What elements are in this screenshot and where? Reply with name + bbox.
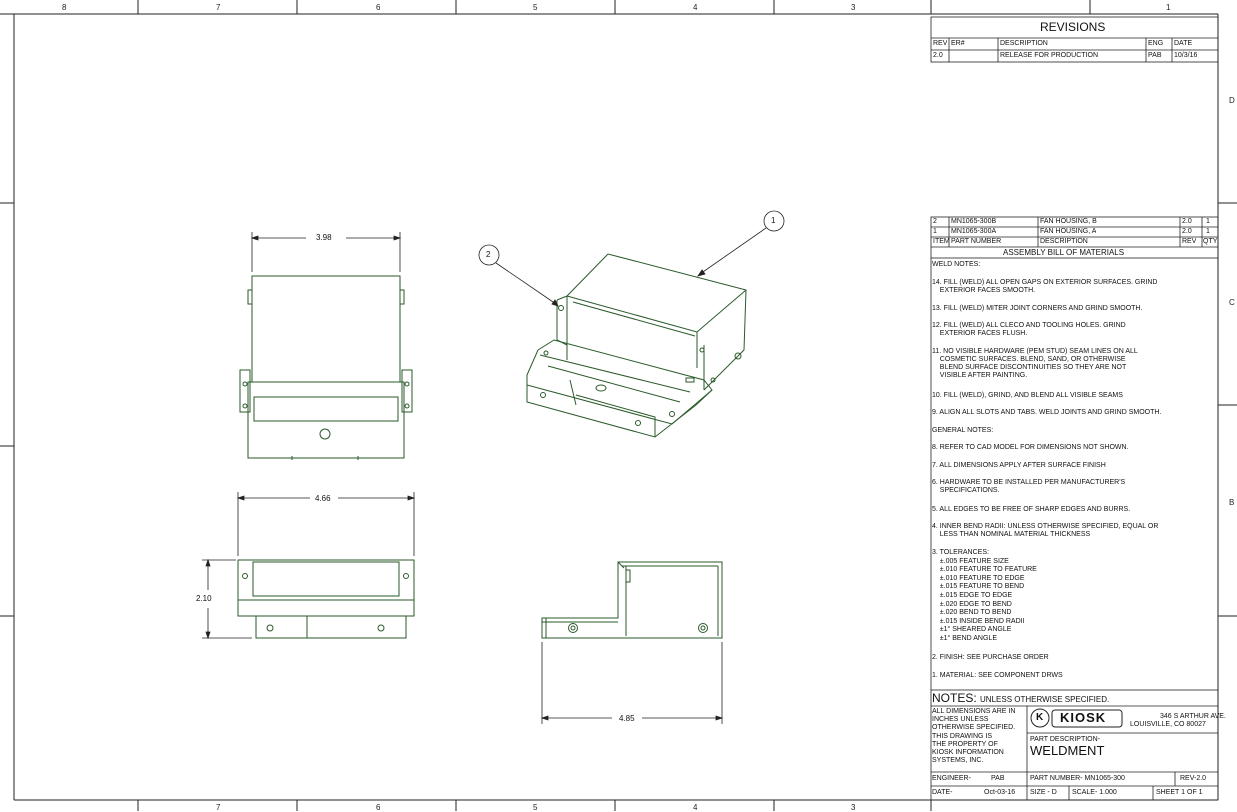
- bom-grid: [930, 216, 1219, 690]
- bom-header: DESCRIPTION: [1040, 238, 1088, 245]
- notes-title-small: UNLESS OTHERWISE SPECIFIED.: [980, 695, 1110, 704]
- zone-label: D: [1229, 96, 1235, 105]
- dim-front-height: [202, 558, 252, 640]
- date-label: DATE-: [932, 789, 953, 796]
- bom-cell: 1: [933, 228, 937, 235]
- address-line-1: 346 S ARTHUR AVE.: [1160, 713, 1226, 720]
- note-3: 3. TOLERANCES: ±.005 FEATURE SIZE ±.010 …: [932, 549, 1037, 642]
- zone-label: 4: [693, 803, 698, 812]
- dimension-front-width: 4.66: [315, 494, 331, 503]
- note-11: 11. NO VISIBLE HARDWARE (PEM STUD) SEAM …: [932, 348, 1138, 379]
- bom-title: ASSEMBLY BILL OF MATERIALS: [1003, 248, 1125, 257]
- front-view: [237, 559, 415, 639]
- logo-wordmark: KIOSK: [1060, 710, 1107, 725]
- note-9: 9. ALIGN ALL SLOTS AND TABS. WELD JOINTS…: [932, 409, 1162, 416]
- engineer-label: ENGINEER-: [932, 775, 971, 782]
- note-8: 8. REFER TO CAD MODEL FOR DIMENSIONS NOT…: [932, 444, 1129, 451]
- dimension-top-width: 3.98: [316, 233, 332, 242]
- part-description-label: PART DESCRIPTION-: [1030, 736, 1101, 743]
- bom-cell: MN1065-300A: [951, 228, 997, 235]
- dim-side-width: [540, 642, 724, 724]
- note-12: 12. FILL (WELD) ALL CLECO AND TOOLING HO…: [932, 322, 1126, 337]
- note-7: 7. ALL DIMENSIONS APPLY AFTER SURFACE FI…: [932, 462, 1106, 469]
- dimension-side-width: 4.85: [619, 714, 635, 723]
- rev-cell: PAB: [1148, 52, 1162, 59]
- date-value: Oct-03-16: [984, 789, 1016, 796]
- dim-front-width: [236, 492, 416, 556]
- zone-label: 6: [376, 3, 381, 12]
- bom-cell: 2.0: [1182, 228, 1192, 235]
- bom-cell: FAN HOUSING, A: [1040, 228, 1097, 235]
- bom-cell: MN1065-300B: [951, 218, 997, 225]
- bom-cell: FAN HOUSING, B: [1040, 218, 1097, 225]
- zone-label: 3: [851, 803, 856, 812]
- bom-header: QTY: [1203, 238, 1218, 245]
- bom-cell: 1: [1206, 218, 1210, 225]
- notes-title-big: NOTES:: [932, 691, 977, 705]
- part-number: PART NUMBER- MN1065-300: [1030, 775, 1125, 782]
- revisions-title: REVISIONS: [1040, 20, 1106, 34]
- balloon-2: [478, 244, 559, 307]
- balloon-number: 2: [486, 250, 491, 259]
- note-2: 2. FINISH: SEE PURCHASE ORDER: [932, 654, 1049, 661]
- bom-cell: 2: [933, 218, 937, 225]
- dim-top-width: [250, 232, 402, 272]
- zone-label: 3: [851, 3, 856, 12]
- rev-cell: RELEASE FOR PRODUCTION: [1000, 52, 1099, 59]
- zone-label: 5: [533, 3, 538, 12]
- sheet-count: SHEET 1 OF 1: [1156, 789, 1203, 796]
- zone-label: C: [1229, 298, 1235, 307]
- note-1: 1. MATERIAL: SEE COMPONENT DRWS: [932, 672, 1063, 679]
- note-13: 13. FILL (WELD) MITER JOINT CORNERS AND …: [932, 305, 1143, 312]
- zone-label: 1: [1166, 3, 1171, 12]
- zone-label: 6: [376, 803, 381, 812]
- bom-cell: 2.0: [1182, 218, 1192, 225]
- note-10: 10. FILL (WELD), GRIND, AND BLEND ALL VI…: [932, 392, 1123, 399]
- rev-cell: 2.0: [933, 52, 943, 59]
- bom-header: ITEM: [933, 238, 950, 245]
- rev-header: DESCRIPTION: [1000, 40, 1048, 47]
- weld-notes-heading: WELD NOTES:: [932, 261, 981, 268]
- zone-label: 5: [533, 803, 538, 812]
- rev-cell: 10/3/16: [1174, 52, 1198, 59]
- bom-header: REV: [1182, 238, 1197, 245]
- engineer-value: PAB: [991, 775, 1005, 782]
- rev-header: REV: [933, 40, 948, 47]
- rev-header: ENG: [1148, 40, 1164, 47]
- general-notes-heading: GENERAL NOTES:: [932, 427, 994, 434]
- note-6: 6. HARDWARE TO BE INSTALLED PER MANUFACT…: [932, 479, 1126, 494]
- balloon-1: [697, 210, 785, 277]
- top-view: [239, 275, 413, 460]
- ownership-text: ALL DIMENSIONS ARE IN INCHES UNLESS OTHE…: [932, 708, 1016, 765]
- bom-header: PART NUMBER: [951, 238, 1002, 245]
- dimension-front-height: 2.10: [196, 594, 212, 603]
- revision-value: REV-2.0: [1180, 775, 1207, 782]
- note-4: 4. INNER BEND RADII: UNLESS OTHERWISE SP…: [932, 523, 1159, 538]
- zone-label: 7: [216, 803, 221, 812]
- address-line-2: LOUISVILLE, CO 80027: [1130, 721, 1206, 728]
- logo-letter: K: [1036, 712, 1044, 723]
- zone-label: 8: [62, 3, 67, 12]
- note-5: 5. ALL EDGES TO BE FREE OF SHARP EDGES A…: [932, 506, 1131, 513]
- rev-header: DATE: [1174, 40, 1193, 47]
- drawing-scale: SCALE- 1.000: [1072, 789, 1117, 796]
- isometric-view: [526, 253, 747, 438]
- revisions-grid: [930, 16, 1219, 63]
- bom-cell: 1: [1206, 228, 1210, 235]
- notes-title: NOTES: UNLESS OTHERWISE SPECIFIED.: [932, 691, 1109, 705]
- note-14: 14. FILL (WELD) ALL OPEN GAPS ON EXTERIO…: [932, 279, 1158, 294]
- zone-label: 4: [693, 3, 698, 12]
- title-block-grid: [930, 689, 1219, 801]
- zone-label: 7: [216, 3, 221, 12]
- sheet-size: SIZE - D: [1030, 789, 1057, 796]
- side-view: [541, 561, 723, 639]
- balloon-number: 1: [771, 216, 776, 225]
- zone-label: B: [1229, 498, 1235, 507]
- rev-header: ER#: [951, 40, 965, 47]
- part-description: WELDMENT: [1030, 743, 1105, 758]
- kiosk-logo: [1030, 708, 1123, 728]
